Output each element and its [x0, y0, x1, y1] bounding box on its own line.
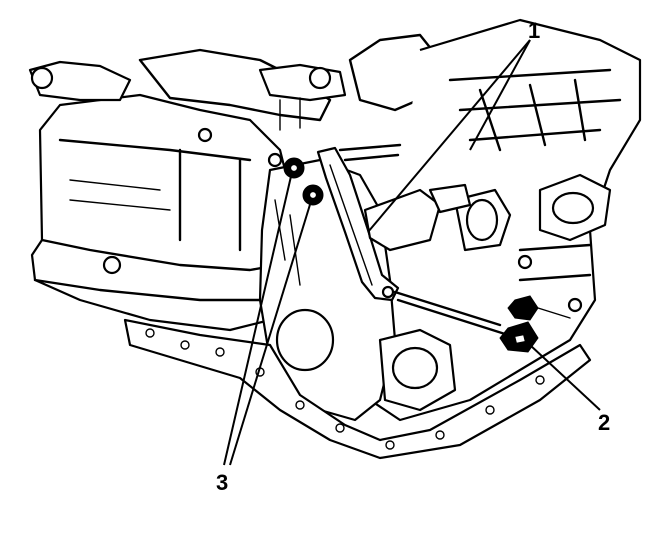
upper-fittings — [28, 33, 442, 131]
retaining-bolt-lower — [499, 321, 539, 353]
bracket-bolt-lower — [302, 184, 324, 206]
engine-support-bracket — [316, 146, 400, 302]
callout-label-2: 2 — [598, 410, 610, 435]
housing-bolt — [197, 127, 213, 143]
callout-label-1: 1 — [528, 18, 540, 43]
housing-bolt — [267, 152, 283, 168]
callout-2-leader — [529, 344, 601, 411]
callout-1-leader-a — [367, 39, 531, 233]
callout-1-leader-b — [469, 39, 531, 151]
engine-block — [369, 18, 642, 422]
bracket-bolt-upper — [283, 157, 305, 179]
oil-pan — [123, 318, 592, 460]
housing-bolt — [102, 255, 122, 275]
retaining-bolt-upper — [507, 295, 571, 321]
bracket-rod — [338, 143, 507, 336]
bracket-bolts — [283, 157, 324, 206]
callout-3-leader-a — [223, 171, 293, 466]
callout-3-leader-b — [229, 197, 313, 466]
retaining-bolts — [499, 295, 571, 353]
callout-label-3: 3 — [216, 470, 228, 495]
